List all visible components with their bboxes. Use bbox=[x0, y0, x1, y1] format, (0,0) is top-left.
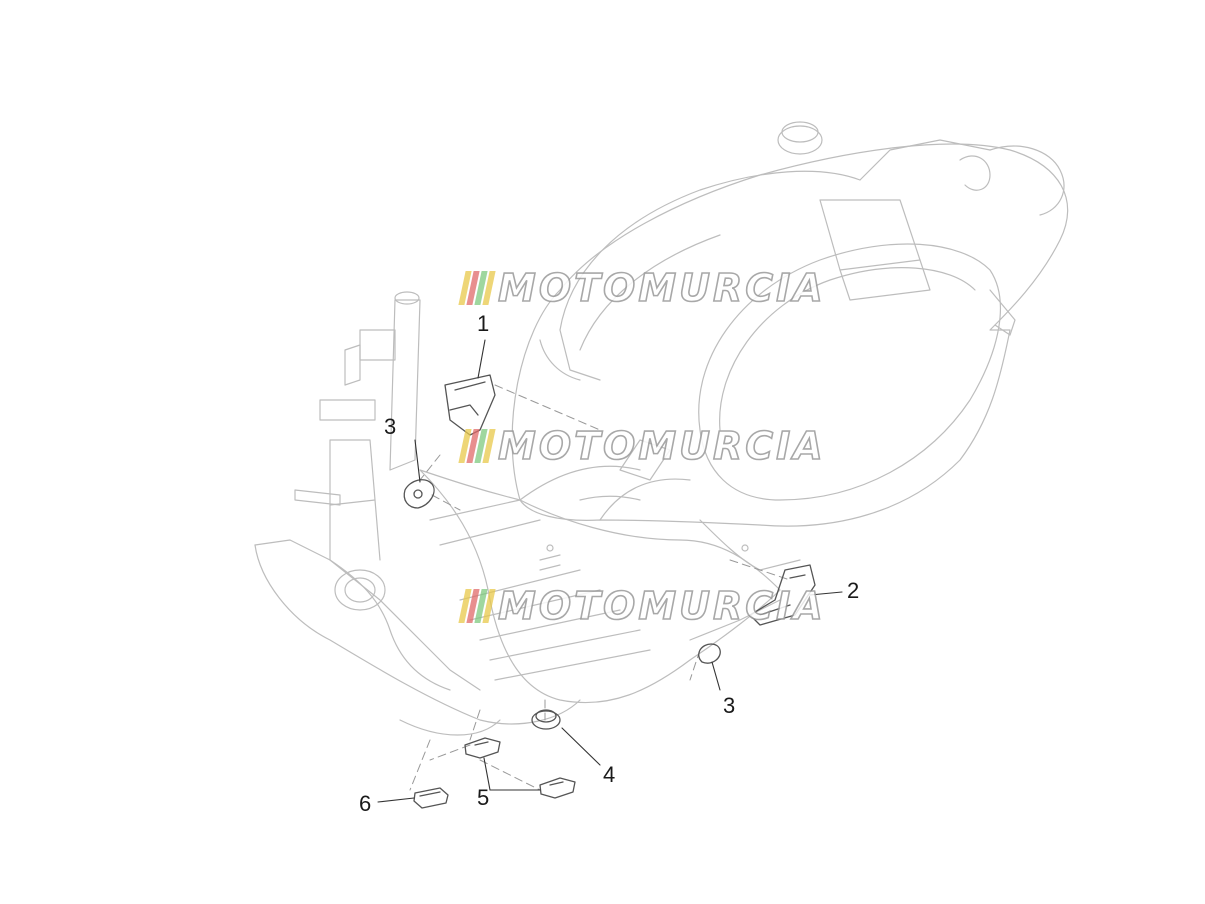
fuel-cap bbox=[777, 125, 823, 155]
horn-opening bbox=[334, 569, 386, 611]
leader-lines bbox=[377, 339, 843, 803]
callout-1: 1 bbox=[477, 311, 490, 336]
watermark-text: MOTOMURCIA bbox=[497, 265, 826, 311]
part-3-lower-plate bbox=[698, 643, 721, 664]
part-4-grommet bbox=[531, 709, 561, 730]
inner-compartment bbox=[559, 170, 861, 331]
callout-4: 4 bbox=[603, 762, 616, 787]
callout-3-upper: 3 bbox=[384, 414, 397, 439]
watermark-bottom: MOTOMURCIA bbox=[458, 583, 826, 629]
part-5-upper-pad bbox=[464, 737, 501, 759]
callout-2: 2 bbox=[847, 578, 860, 603]
watermark-stripes bbox=[458, 271, 496, 305]
part-6-pad bbox=[413, 787, 449, 809]
part-2-rear-cover bbox=[749, 564, 816, 626]
callout-6: 6 bbox=[359, 791, 372, 816]
watermark-top: MOTOMURCIA bbox=[458, 265, 826, 311]
watermark-text: MOTOMURCIA bbox=[497, 423, 826, 469]
part-1-front-cover bbox=[444, 374, 496, 436]
callout-3-lower: 3 bbox=[723, 693, 736, 718]
part-5-lower-pad bbox=[539, 777, 576, 799]
side-panel-oval bbox=[698, 243, 1001, 501]
part-3-upper-plate bbox=[403, 479, 435, 509]
watermark-stripes bbox=[458, 589, 496, 623]
watermark-middle: MOTOMURCIA bbox=[458, 423, 826, 469]
callout-5: 5 bbox=[477, 785, 490, 810]
leg-shield-outline bbox=[254, 544, 581, 725]
watermark-text: MOTOMURCIA bbox=[497, 583, 826, 629]
steering-column bbox=[389, 299, 421, 471]
watermark-stripes bbox=[458, 429, 496, 463]
